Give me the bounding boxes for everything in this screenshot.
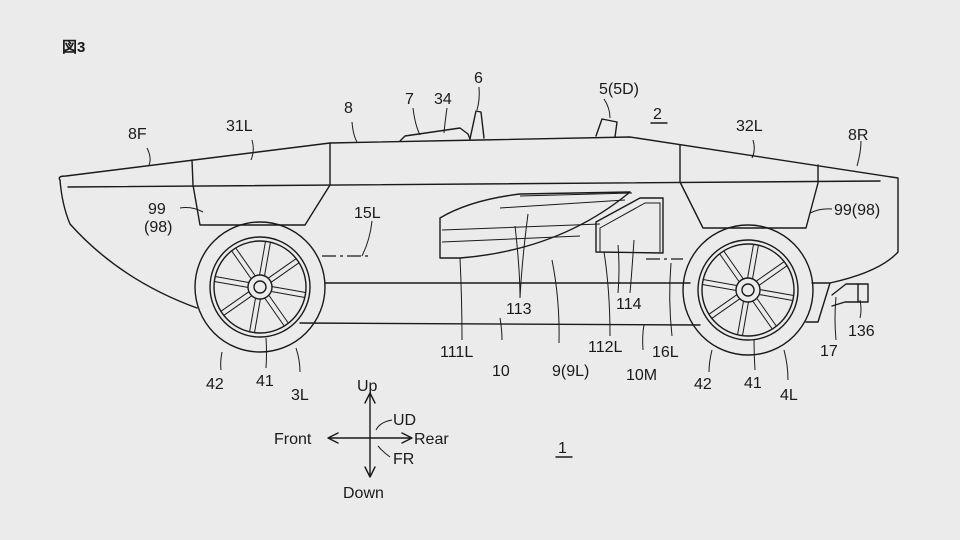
label-111L: 111L [440, 344, 473, 361]
label-112L: 112L [588, 339, 623, 356]
wheel-spoke [220, 291, 252, 316]
wheel-spoke [271, 286, 306, 298]
label-10M: 10M [626, 367, 657, 384]
label-31L: 31L [226, 118, 253, 135]
wheel-spoke [747, 244, 759, 279]
compass-front: Front [274, 431, 312, 448]
compass-fr: FR [393, 451, 414, 468]
wheel-spoke [752, 298, 777, 330]
wheel-spoke [708, 294, 740, 319]
label-8: 8 [344, 100, 353, 117]
label-32L: 32L [736, 118, 763, 135]
wheel-spoke [259, 241, 271, 276]
compass-ud: UD [393, 412, 416, 429]
wheel-spoke [737, 301, 749, 336]
compass-down: Down [343, 485, 384, 502]
vehicle-body [58, 110, 899, 326]
label-15L: 15L [354, 205, 381, 222]
wheel-spoke [702, 279, 737, 291]
label-98-front: (98) [144, 219, 172, 236]
wheel-spoke [231, 247, 256, 279]
label-4L: 4L [780, 387, 798, 404]
label-41-rear: 41 [744, 375, 762, 392]
label-3L: 3L [291, 387, 309, 404]
wheel-spoke [759, 289, 794, 301]
label-8F: 8F [128, 126, 147, 143]
wheel-spoke [249, 298, 261, 333]
label-2: 2 [653, 106, 662, 123]
label-99-98-rear: 99(98) [834, 202, 880, 219]
label-6: 6 [474, 70, 483, 87]
figure-ref: 1 [558, 440, 567, 457]
direction-compass [327, 392, 413, 478]
label-41-front: 41 [256, 373, 274, 390]
front-wheel [194, 221, 326, 353]
wheel-spoke [264, 295, 289, 327]
wheel-spoke [719, 250, 744, 282]
label-7: 7 [405, 91, 414, 108]
label-42-rear: 42 [694, 376, 712, 393]
label-114: 114 [616, 296, 642, 313]
compass-up: Up [357, 378, 378, 395]
compass-rear: Rear [414, 431, 449, 448]
wheel-spoke [756, 261, 788, 286]
label-9-9L: 9(9L) [552, 363, 589, 380]
label-42-front: 42 [206, 376, 224, 393]
label-99-front: 99 [148, 201, 166, 218]
figure-label: 図3 [62, 39, 85, 56]
rear-wheel [682, 224, 814, 356]
label-10: 10 [492, 363, 510, 380]
label-8R: 8R [848, 127, 868, 144]
label-136: 136 [848, 323, 875, 340]
wheel-spoke [268, 258, 300, 283]
label-17: 17 [820, 343, 838, 360]
label-5-5D: 5(5D) [599, 81, 639, 98]
label-34: 34 [434, 91, 452, 108]
leader-lines [146, 86, 862, 381]
label-16L: 16L [652, 344, 679, 361]
wheel-spoke [214, 276, 249, 288]
label-113: 113 [506, 301, 532, 318]
